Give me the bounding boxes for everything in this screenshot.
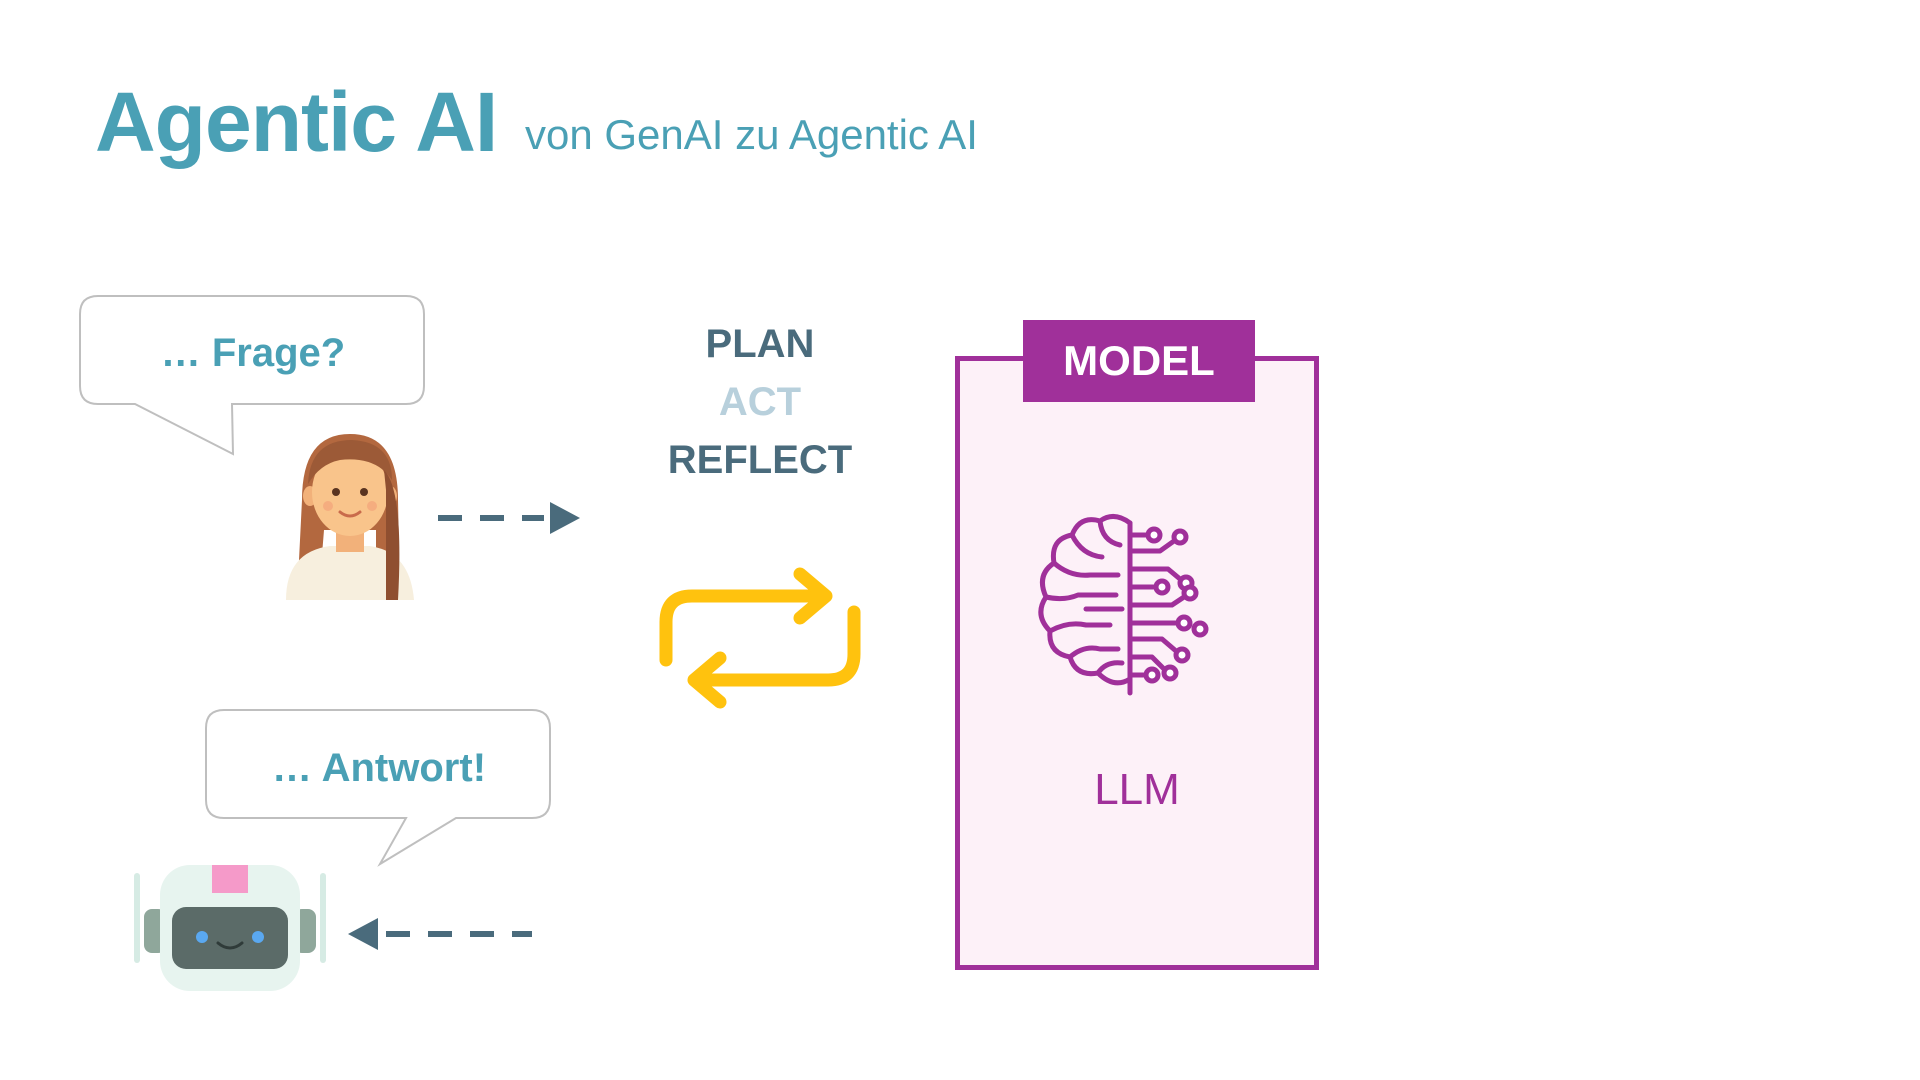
model-box	[955, 356, 1319, 970]
answer-text: … Antwort!	[271, 746, 487, 790]
loop-step-act: ACT	[718, 380, 802, 424]
page-subtitle: von GenAI zu Agentic AI	[525, 111, 978, 158]
question-text: … Frage?	[160, 331, 346, 375]
llm-label: LLM	[1094, 765, 1180, 814]
woman-avatar-icon	[286, 434, 414, 600]
answer-bubble	[205, 709, 551, 867]
question-bubble	[79, 295, 425, 456]
repeat-arrows-icon	[659, 567, 861, 709]
dashed-arrow-left-icon	[348, 918, 532, 950]
brain-circuit-icon	[1038, 514, 1209, 696]
dashed-arrow-right-icon	[438, 502, 580, 534]
loop-step-reflect: REFLECT	[667, 438, 853, 482]
model-tab: MODEL	[1023, 320, 1255, 402]
loop-step-plan: PLAN	[705, 322, 815, 366]
robot-icon	[134, 865, 326, 991]
page-title: Agentic AI	[95, 75, 498, 169]
